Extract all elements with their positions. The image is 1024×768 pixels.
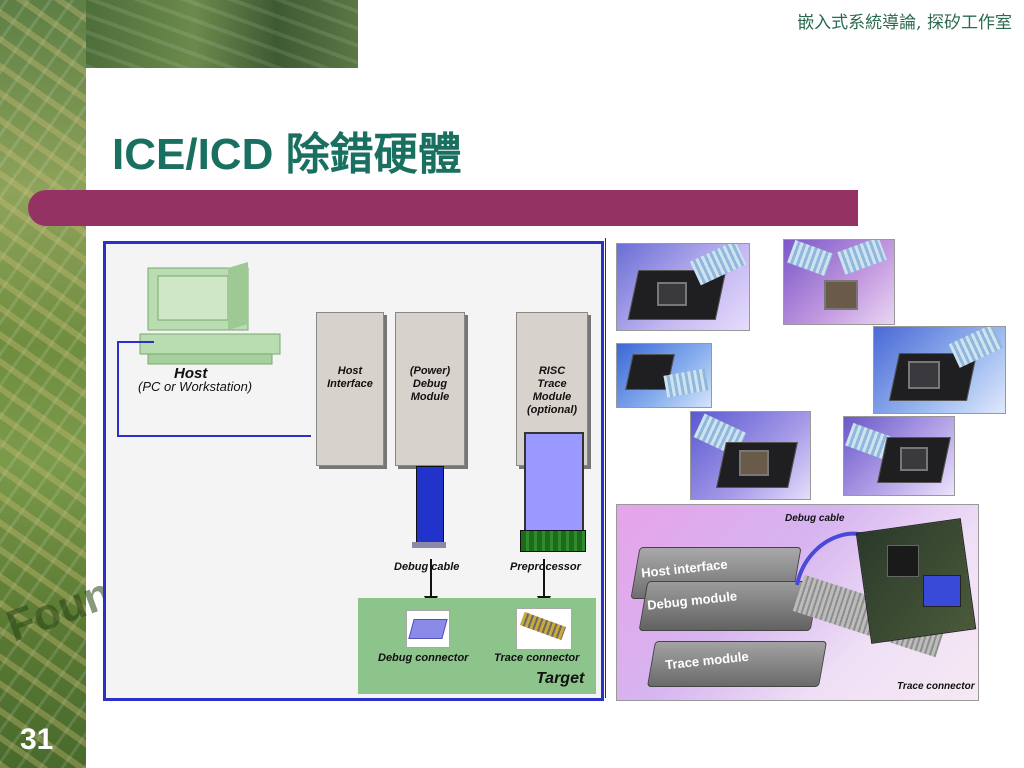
trace-connector-image xyxy=(516,608,572,650)
product-photo-4 xyxy=(873,326,1006,414)
host-interface-module: Host Interface xyxy=(316,312,384,466)
debug-kit-photo: Host interface Debug module Trace module… xyxy=(616,504,979,701)
product-photo-1 xyxy=(616,243,750,331)
trace-connector-caption: Trace connector xyxy=(897,681,975,692)
separator-line xyxy=(605,238,606,698)
aerial-background-top xyxy=(86,0,358,68)
product-photo-2 xyxy=(783,239,895,325)
product-photo-3 xyxy=(616,343,712,408)
debug-cable-plug xyxy=(412,542,446,548)
debug-cable-label: Debug cable xyxy=(394,561,460,573)
host-subtitle: (PC or Workstation) xyxy=(138,379,253,394)
debug-connector-label: Debug connector xyxy=(378,652,469,664)
target-label: Target xyxy=(536,670,585,687)
trace-module-label: RISC Trace Module (optional) xyxy=(526,365,578,416)
host-title: Host xyxy=(174,365,208,382)
trace-module-body xyxy=(524,432,584,536)
target-area: Debug connector Trace connector Target xyxy=(358,598,596,694)
preprocessor-board xyxy=(520,530,586,552)
preprocessor-label: Preprocessor xyxy=(510,561,581,573)
title-underline-bar xyxy=(28,190,858,226)
debug-module: (Power) Debug Module xyxy=(395,312,465,466)
aerial-background-left xyxy=(0,0,86,768)
trace-connector-label: Trace connector xyxy=(494,652,580,664)
slide-number: 31 xyxy=(20,723,54,756)
debug-cable-caption: Debug cable xyxy=(785,513,845,524)
course-header: 嵌入式系統導論, 探矽工作室 xyxy=(797,13,1012,33)
computer-icon xyxy=(139,262,281,365)
debug-module-label: (Power) Debug Module xyxy=(409,365,451,403)
product-photo-5 xyxy=(690,411,811,500)
ice-icd-diagram: Host (PC or Workstation) Host Interface … xyxy=(103,241,604,701)
product-photo-6 xyxy=(843,416,955,496)
debug-cable xyxy=(416,466,444,548)
slide-title: ICE/ICD 除錯硬體 xyxy=(112,130,462,179)
debug-connector-image xyxy=(406,610,450,648)
host-interface-label: Host Interface xyxy=(327,365,373,390)
